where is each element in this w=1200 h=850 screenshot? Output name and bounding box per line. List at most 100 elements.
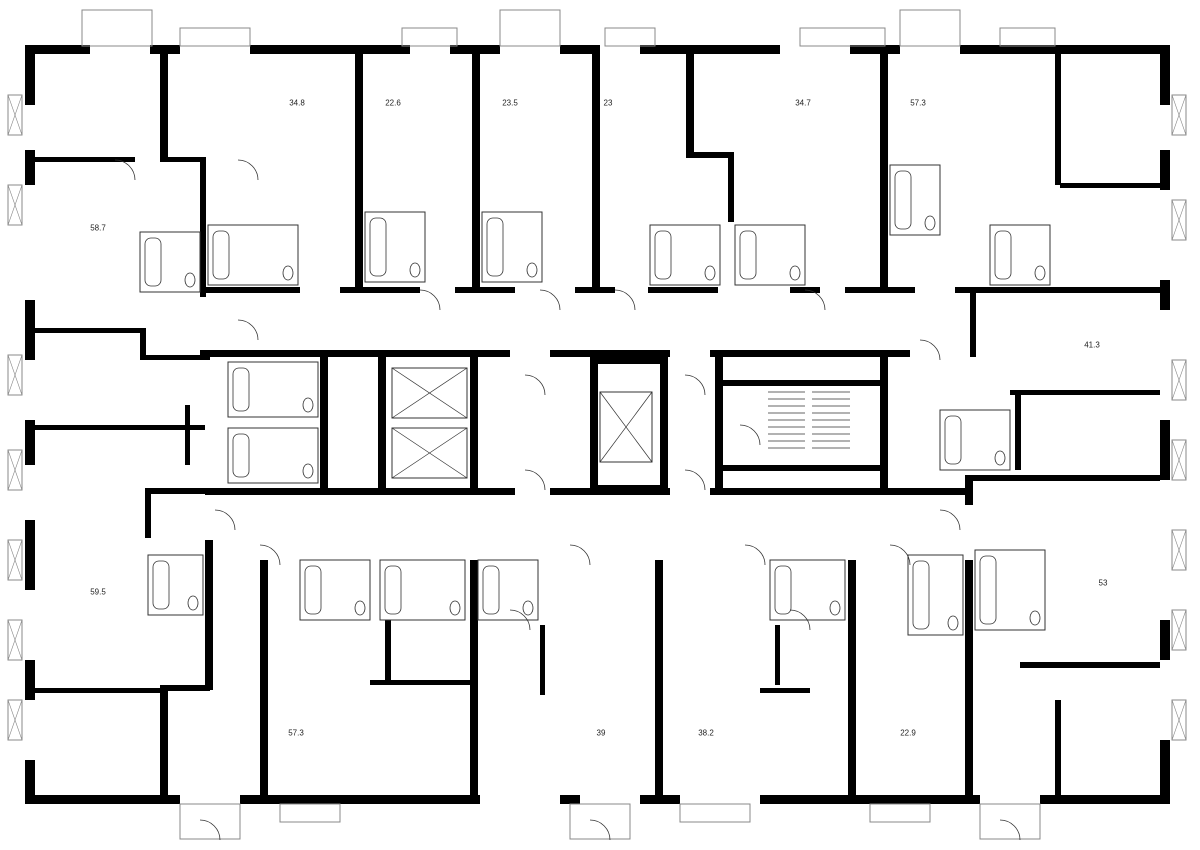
wall [960,45,1170,54]
unit-area-label[interactable]: 23.5 [502,98,518,108]
toilet [449,600,461,616]
bathroom [227,427,319,484]
balcony [569,803,631,840]
unit-area-label[interactable]: 34.7 [795,98,811,108]
elevator-shaft [391,427,468,479]
wall [25,45,35,105]
bathroom [207,224,299,286]
unit-area-label[interactable]: 23 [603,98,613,108]
wall [550,488,670,495]
wall [455,287,515,293]
toilet [282,265,294,281]
door-swing [889,544,911,566]
bathroom [477,559,539,621]
door-swing [744,544,766,566]
bathtub [369,217,387,277]
balcony [999,27,1056,47]
door-swing [524,374,546,396]
elevator-shaft [599,391,653,463]
wall [160,685,210,691]
wall [1160,620,1170,660]
bathroom [364,211,426,283]
door-swing [114,159,136,181]
wall [965,560,973,800]
elevator-shaft [391,367,468,419]
balcony [979,803,1041,840]
bathroom [147,554,204,616]
wall [880,45,888,290]
door-swing [684,469,706,491]
bathtub [482,565,500,615]
unit-area-label[interactable]: 53 [1098,578,1108,588]
wall [25,795,180,804]
unit-area-label[interactable]: 22.9 [900,728,916,738]
door-swing [939,509,961,531]
wall [1020,662,1160,668]
unit-area-label[interactable]: 39 [596,728,606,738]
window-cross [1171,529,1187,571]
wall [205,540,213,690]
toilet [704,265,716,281]
unit-area-label[interactable]: 38.2 [698,728,714,738]
window [7,354,23,396]
wall [710,488,970,495]
window [1171,359,1187,401]
window [1171,439,1187,481]
bathtub [232,433,250,478]
wall [686,45,694,155]
door-swing [199,819,221,841]
balcony [604,27,656,47]
bathroom [379,559,466,621]
wall [378,357,386,492]
unit-area-label[interactable]: 58.7 [90,223,106,233]
wall [880,357,888,492]
wall [25,45,90,54]
bathroom [139,231,201,293]
unit-area-label[interactable]: 34.8 [289,98,305,108]
bathtub [144,237,162,287]
wall [25,300,35,360]
toilet [409,262,421,278]
door-swing [684,374,706,396]
wall [850,45,900,54]
window-cross [7,449,23,491]
window [7,184,23,226]
wall [140,355,210,360]
wall [1160,150,1170,190]
toilet [924,215,936,231]
unit-area-label[interactable]: 57.3 [288,728,304,738]
wall [560,45,600,54]
wall [965,475,1160,481]
window-cross [1171,199,1187,241]
unit-area-label[interactable]: 57.3 [910,98,926,108]
wall [355,45,363,290]
door-swing [214,509,236,531]
wall [340,287,420,293]
unit-area-label[interactable]: 22.6 [385,98,401,108]
wall [200,350,510,357]
wall [655,560,663,800]
wall [25,520,35,590]
wall [715,380,885,386]
balcony [179,27,251,47]
door-swing [589,819,611,841]
wall [760,795,980,804]
balcony [499,9,561,47]
bathroom [974,549,1046,631]
wall [560,795,580,804]
wall [1055,45,1061,185]
door-swing [524,469,546,491]
window [1171,609,1187,651]
wall [848,560,856,800]
balcony [899,9,961,47]
bathtub [152,560,170,610]
bathtub [912,560,930,630]
wall [686,152,731,158]
window-cross [1171,699,1187,741]
unit-area-label[interactable]: 59.5 [90,587,106,597]
wall [140,328,146,358]
unit-area-label[interactable]: 41.3 [1084,340,1100,350]
bathtub [894,170,912,230]
bathroom [769,559,846,621]
door-swing [569,544,591,566]
